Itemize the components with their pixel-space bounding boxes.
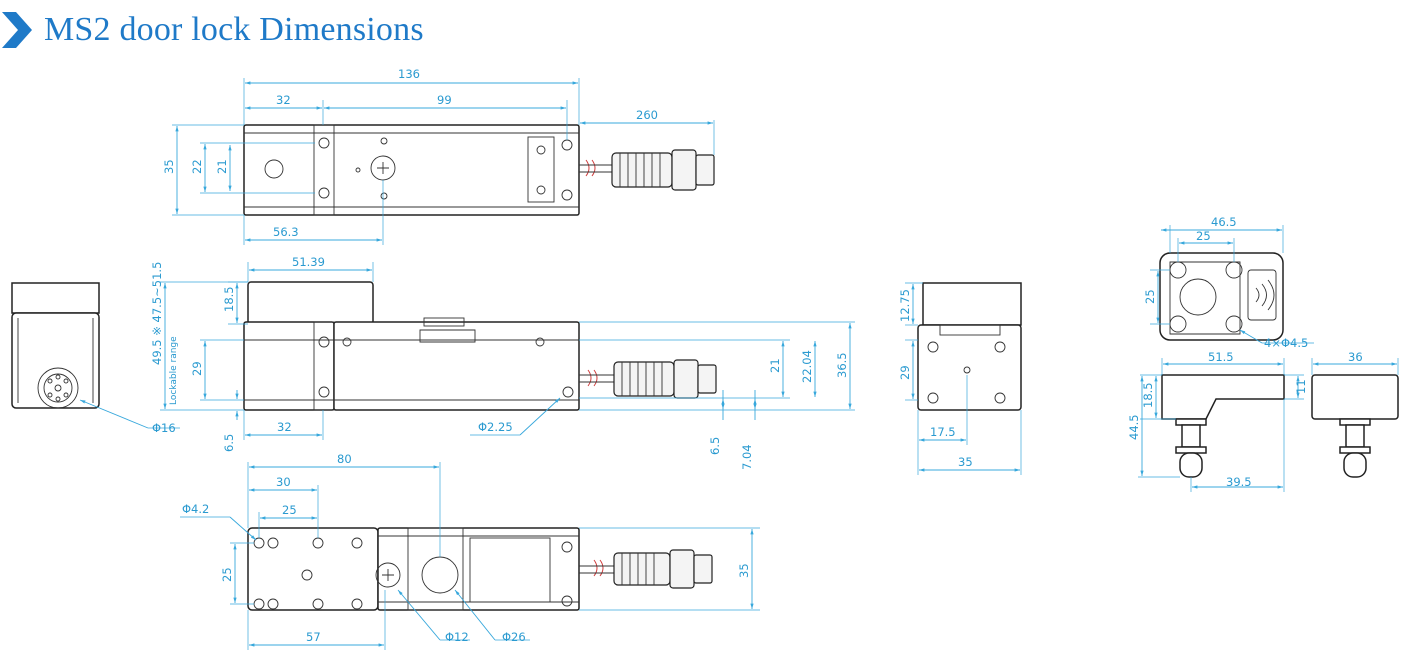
bottom-view: 80 30 25 Φ4.2 25 35 57 Φ12 Φ26 [180, 452, 760, 650]
dim-4x-phi4-5: 4×Φ4.5 [1264, 336, 1308, 350]
dim-phi4-2: Φ4.2 [182, 502, 209, 516]
dim-30: 30 [276, 475, 291, 489]
dim-39-5: 39.5 [1226, 475, 1252, 489]
dim-25-bottom: 25 [282, 503, 297, 517]
dim-51-39: 51.39 [292, 255, 325, 269]
top-view: 136 32 99 260 35 22 21 56.3 [162, 67, 715, 245]
dim-29-end: 29 [898, 365, 912, 380]
dim-18-5-side: 18.5 [222, 286, 236, 312]
dim-18-5-act: 18.5 [1141, 382, 1155, 408]
dim-35-top: 35 [162, 159, 176, 174]
dim-44-5: 44.5 [1127, 414, 1141, 440]
dim-260: 260 [636, 108, 658, 122]
page-title: MS2 door lock Dimensions [44, 11, 424, 48]
page-title-bar: MS2 door lock Dimensions [0, 8, 424, 52]
dim-17-5: 17.5 [930, 425, 956, 439]
dim-phi12: Φ12 [445, 630, 469, 644]
dim-7-04: 7.04 [740, 444, 754, 470]
dim-25-act-v: 25 [1143, 289, 1157, 304]
dim-51-5: 51.5 [1208, 350, 1234, 364]
dim-46-5: 46.5 [1211, 215, 1237, 229]
actuator-top-view: 46.5 25 25 4×Φ4.5 [1143, 215, 1314, 350]
dim-21-side: 21 [768, 358, 782, 373]
dim-36-act: 36 [1348, 350, 1363, 364]
connector-view: Φ16 [11, 282, 180, 435]
dim-21-top: 21 [215, 159, 229, 174]
dim-phi16: Φ16 [152, 421, 176, 435]
dim-range-note: Lockable range [169, 336, 179, 405]
dim-36-5: 36.5 [835, 352, 849, 378]
dim-range: 49.5 ※ 47.5~51.5 [150, 262, 164, 365]
dim-35-bottom: 35 [737, 563, 751, 578]
end-view: 12.75 29 17.5 35 [898, 282, 1022, 475]
side-view: 51.39 18.5 49.5 ※ 47.5~51.5 Lockable ran… [150, 255, 855, 470]
dim-22-04: 22.04 [800, 350, 814, 383]
chevron-right-icon [2, 12, 32, 48]
dim-136: 136 [398, 67, 420, 81]
dim-56-3: 56.3 [273, 225, 299, 239]
dim-80: 80 [337, 452, 352, 466]
dim-32-side: 32 [277, 420, 292, 434]
dim-6-5-left: 6.5 [222, 434, 236, 452]
dim-11: 11 [1294, 379, 1308, 394]
dim-99: 99 [437, 93, 452, 107]
dim-25-act: 25 [1196, 229, 1211, 243]
dim-25-vertical: 25 [220, 567, 234, 582]
dim-29-side: 29 [190, 361, 204, 376]
dim-57: 57 [306, 630, 321, 644]
dim-12-75: 12.75 [898, 289, 912, 322]
dim-6-5-right: 6.5 [708, 437, 722, 455]
dim-35-end: 35 [958, 455, 973, 469]
dim-phi2-25: Φ2.25 [478, 420, 513, 434]
dim-32-top: 32 [276, 93, 291, 107]
actuator-side-view: 51.5 18.5 44.5 11 39.5 36 [1127, 350, 1399, 492]
dim-phi26: Φ26 [502, 630, 526, 644]
dim-22: 22 [190, 159, 204, 174]
